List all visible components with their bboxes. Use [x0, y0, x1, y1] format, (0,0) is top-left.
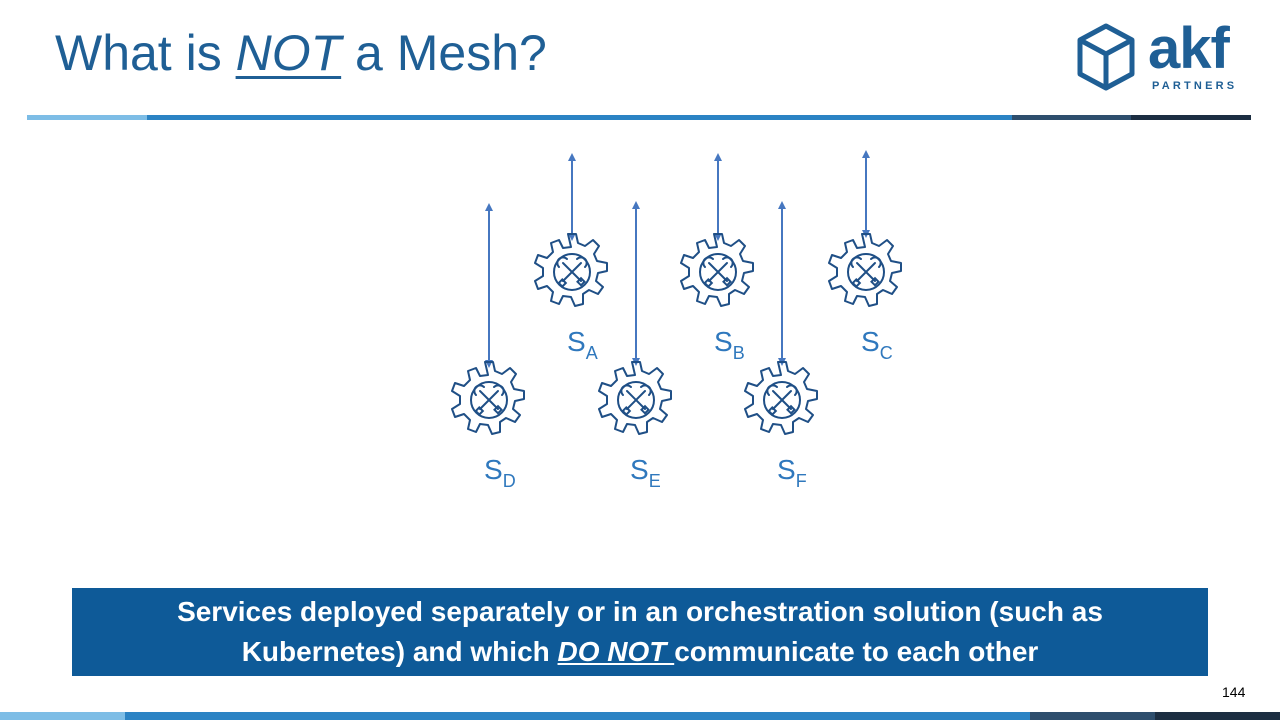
logo-subtitle: PARTNERS — [1152, 80, 1238, 92]
banner-line-1: Services deployed separately or in an or… — [177, 596, 1103, 627]
service-label-a: SA — [567, 326, 598, 363]
slide-title: What is NOT a Mesh? — [55, 28, 547, 78]
akf-logo-cube-icon — [1077, 23, 1135, 91]
gear-icon — [451, 361, 525, 435]
service-label-c: SC — [861, 326, 893, 363]
title-prefix: What is — [55, 25, 236, 81]
gear-icon — [534, 233, 608, 307]
logo-wordmark: akf — [1148, 16, 1230, 81]
gear-icon — [744, 361, 818, 435]
service-label-b: SB — [714, 326, 745, 363]
top-divider — [27, 115, 1251, 120]
page-number: 144 — [1222, 684, 1246, 700]
gear-icon — [598, 361, 672, 435]
service-label-d: SD — [484, 454, 516, 491]
title-emphasis: NOT — [235, 25, 342, 81]
gear-icon — [828, 233, 902, 307]
title-suffix: a Mesh? — [341, 25, 547, 81]
service-label-f: SF — [777, 454, 807, 491]
banner-line-2: Kubernetes) and which DO NOT communicate… — [241, 636, 1039, 667]
bottom-divider — [0, 712, 1280, 720]
banner-emphasis: DO NOT — [557, 636, 675, 667]
gear-icon — [680, 233, 754, 307]
service-label-e: SE — [630, 454, 661, 491]
definition-banner: Services deployed separately or in an or… — [72, 588, 1208, 676]
